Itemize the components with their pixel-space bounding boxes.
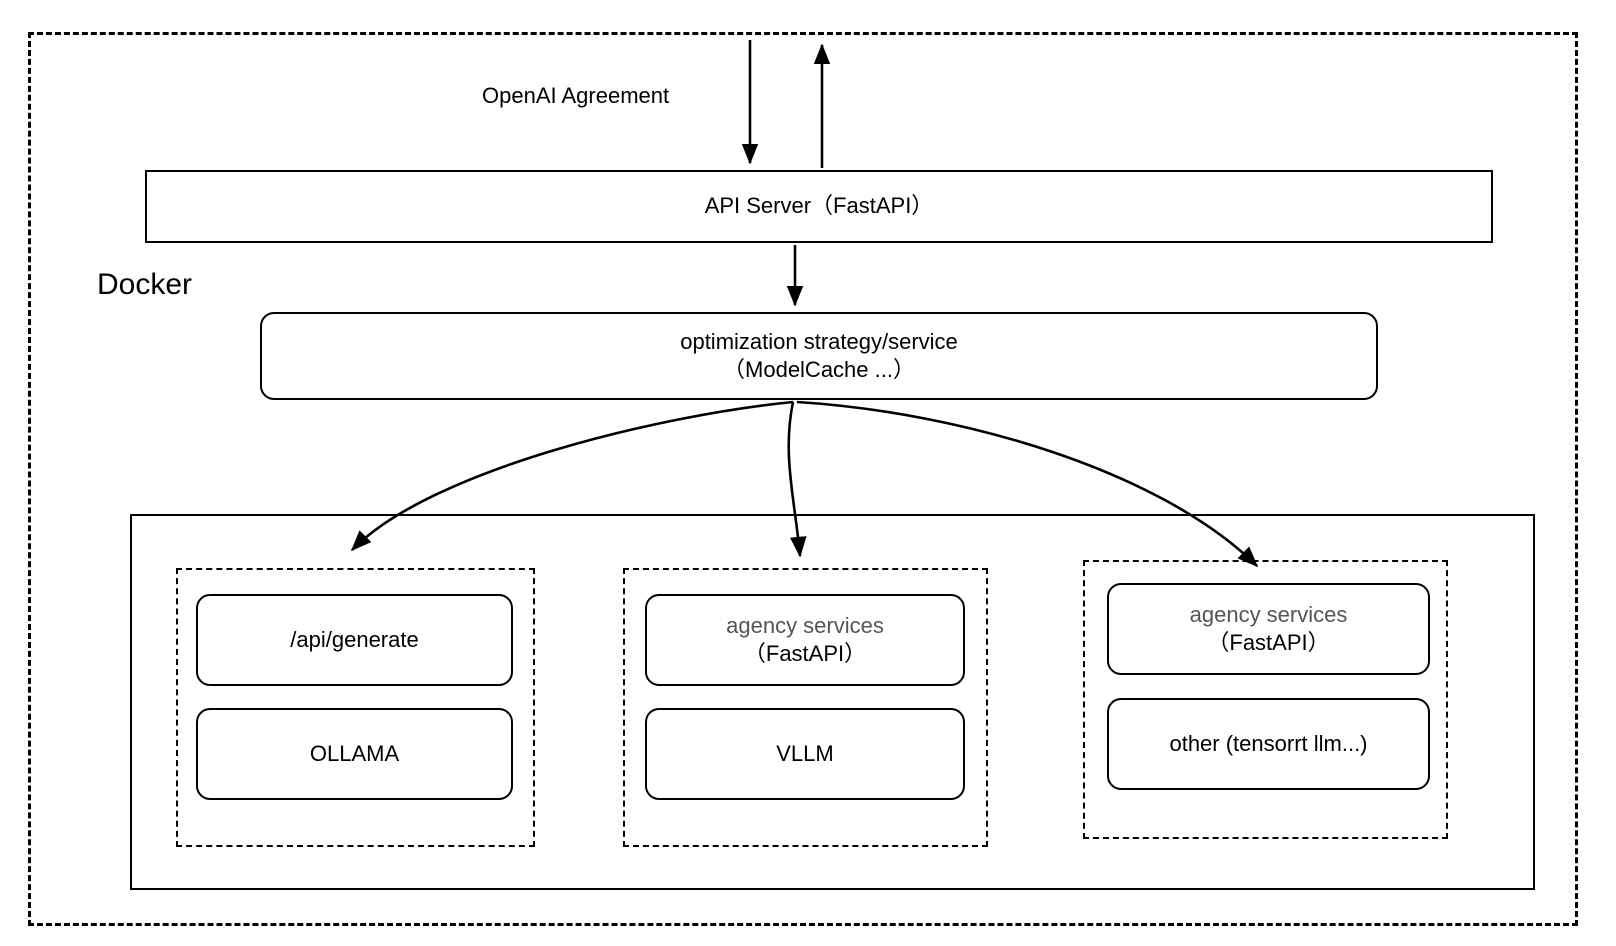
other-framework-label: （FastAPI）: [1207, 630, 1330, 655]
vllm-group-top-box[interactable]: agency services （FastAPI）: [645, 594, 965, 686]
vllm-engine-label: VLLM: [776, 740, 834, 766]
vllm-agency-services-label: agency services: [726, 612, 884, 638]
openai-agreement-label: OpenAI Agreement: [482, 83, 670, 108]
api-server-label: API Server（FastAPI）: [704, 193, 934, 219]
other-group-top-box[interactable]: agency services （FastAPI）: [1107, 583, 1430, 675]
optimization-strategy-box[interactable]: optimization strategy/service （ModelCach…: [260, 312, 1378, 400]
ollama-group-top-box[interactable]: /api/generate: [196, 594, 513, 686]
other-engine-label: other (tensorrt llm...): [1169, 730, 1368, 756]
other-group: [1083, 560, 1448, 839]
ollama-engine-box[interactable]: OLLAMA: [196, 708, 513, 800]
ollama-endpoint-label: /api/generate: [290, 626, 419, 652]
optimization-title: optimization strategy/service: [680, 328, 958, 354]
api-server-box[interactable]: API Server（FastAPI）: [145, 170, 1493, 243]
docker-boundary: [28, 32, 1578, 926]
vllm-engine-box[interactable]: VLLM: [645, 708, 965, 800]
vllm-framework-label: （FastAPI）: [743, 641, 867, 666]
ollama-engine-label: OLLAMA: [309, 740, 400, 766]
docker-label: Docker: [97, 268, 193, 301]
other-engine-box[interactable]: other (tensorrt llm...): [1107, 698, 1430, 790]
optimization-subtitle: （ModelCache ...）: [723, 357, 915, 382]
vllm-group: [623, 568, 988, 847]
other-agency-services-label: agency services: [1189, 601, 1348, 627]
ollama-group: [176, 568, 535, 847]
